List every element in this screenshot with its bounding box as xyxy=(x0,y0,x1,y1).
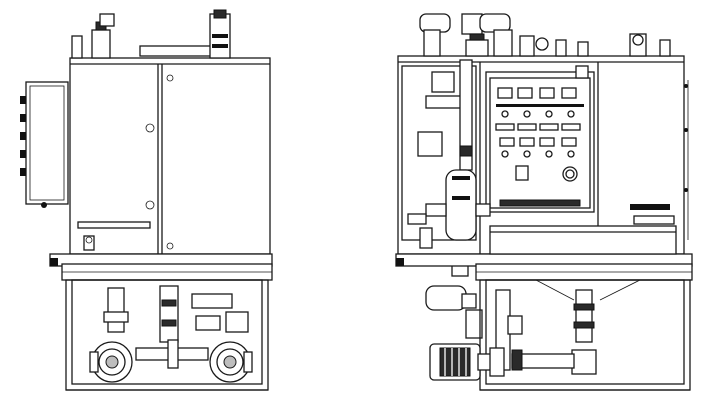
gauge-icon xyxy=(562,166,578,182)
indicator-lamp xyxy=(561,87,577,99)
top-piping-left xyxy=(71,9,231,59)
base-plate-right xyxy=(395,225,693,281)
left-view xyxy=(20,9,273,391)
button-row xyxy=(496,104,584,118)
button-row xyxy=(495,123,581,131)
gauge-icon xyxy=(535,37,549,51)
skid-frame-left xyxy=(65,279,269,391)
control-panel xyxy=(485,65,595,213)
button-row xyxy=(499,137,577,158)
pump-icon xyxy=(209,341,253,383)
electrical-box-icon xyxy=(20,81,69,208)
pump-icon xyxy=(89,341,133,383)
right-side-details xyxy=(629,33,689,240)
base-plate-left xyxy=(49,235,273,281)
indicator-lamp xyxy=(539,87,555,99)
valve-icon xyxy=(507,315,523,335)
motor-icon xyxy=(429,343,505,381)
skid-piping-left xyxy=(103,285,249,369)
top-piping-right xyxy=(419,13,589,57)
indicator-lamp xyxy=(517,87,533,99)
skid-piping-right xyxy=(495,289,597,375)
indicator-lamp xyxy=(497,87,513,99)
right-view xyxy=(395,13,693,391)
tank-body xyxy=(69,57,271,255)
selector-switch xyxy=(515,165,529,181)
skid-frame-right xyxy=(479,279,691,391)
panel-tag xyxy=(575,65,589,79)
